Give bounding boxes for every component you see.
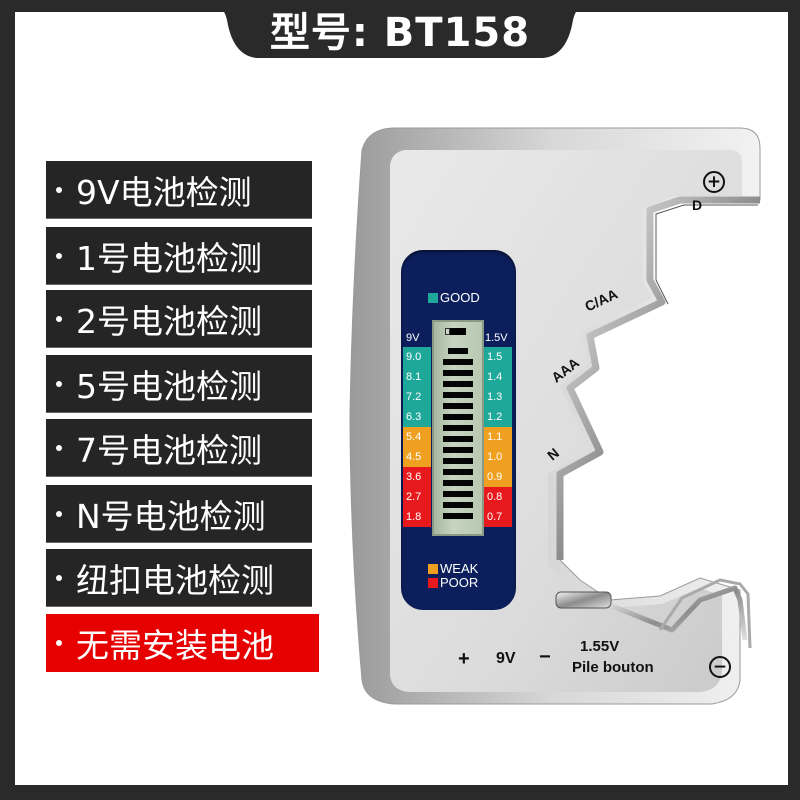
feature-item-aaa: 7号电池检测 bbox=[46, 419, 312, 477]
left-scale-cell: 5.4 bbox=[403, 427, 431, 447]
feature-label: 纽扣电池检测 bbox=[76, 560, 274, 600]
legend-weak: WEAK bbox=[428, 562, 478, 576]
bullet-icon bbox=[56, 380, 62, 387]
button-cell-voltage: 1.55V bbox=[580, 638, 620, 655]
bullet-icon bbox=[56, 510, 62, 517]
feature-label: 5号电池检测 bbox=[76, 366, 262, 406]
right-scale-cell: 1.5 bbox=[484, 347, 512, 367]
legend-good: GOOD bbox=[428, 290, 480, 305]
lcd-segment bbox=[443, 403, 473, 409]
lcd-segment bbox=[443, 425, 473, 431]
left-scale-cell: 6.3 bbox=[403, 407, 431, 427]
weak-swatch-icon bbox=[428, 564, 438, 574]
legend-weak-label: WEAK bbox=[440, 561, 479, 576]
nine-v-plus-label: + bbox=[458, 648, 470, 670]
nine-v-minus-label: − bbox=[539, 646, 551, 668]
left-scale-cell: 2.7 bbox=[403, 487, 431, 507]
lcd-segment bbox=[443, 381, 473, 387]
left-scale-cell: 4.5 bbox=[403, 447, 431, 467]
right-scale-cell: 1.4 bbox=[484, 367, 512, 387]
feature-item-c: 2号电池检测 bbox=[46, 290, 312, 348]
feature-item-d: 1号电池检测 bbox=[46, 227, 312, 285]
feature-label: 9V电池检测 bbox=[76, 172, 252, 212]
lcd-segment bbox=[443, 469, 473, 475]
right-scale-cell: 1.2 bbox=[484, 407, 512, 427]
poor-swatch-icon bbox=[428, 578, 438, 588]
positive-terminal-icon: + bbox=[703, 171, 725, 193]
left-scale-cell: 9.0 bbox=[403, 347, 431, 367]
legend-good-label: GOOD bbox=[440, 290, 480, 305]
lcd-segment bbox=[443, 414, 473, 420]
right-scale-cell: 1.3 bbox=[484, 387, 512, 407]
left-scale-header: 9V bbox=[406, 332, 420, 344]
left-scale-cell: 8.1 bbox=[403, 367, 431, 387]
lcd-segment bbox=[448, 348, 468, 354]
negative-terminal-icon: − bbox=[709, 656, 731, 678]
bullet-icon bbox=[56, 574, 62, 581]
left-scale-cell: 3.6 bbox=[403, 467, 431, 487]
feature-label: 1号电池检测 bbox=[76, 238, 262, 278]
lcd-segment bbox=[443, 513, 473, 519]
lcd-segment bbox=[443, 370, 473, 376]
left-scale-cell: 7.2 bbox=[403, 387, 431, 407]
feature-label: N号电池检测 bbox=[76, 496, 266, 536]
nine-v-label: 9V bbox=[496, 650, 516, 667]
lcd-segment bbox=[443, 436, 473, 442]
feature-label: 7号电池检测 bbox=[76, 430, 262, 470]
lcd-screen bbox=[432, 320, 484, 536]
right-scale-cell: 1.0 bbox=[484, 447, 512, 467]
bullet-icon bbox=[56, 444, 62, 451]
lcd-segment bbox=[443, 392, 473, 398]
slot-label-d: D bbox=[692, 197, 703, 213]
title-tab-shape bbox=[205, 0, 595, 58]
feature-label: 无需安装电池 bbox=[76, 626, 274, 665]
lcd-segment bbox=[443, 491, 473, 497]
button-cell-label: Pile bouton bbox=[572, 659, 654, 676]
bullet-icon bbox=[56, 252, 62, 259]
lcd-segment bbox=[443, 359, 473, 365]
right-scale-cell: 0.7 bbox=[484, 507, 512, 527]
left-scale-cell: 1.8 bbox=[403, 507, 431, 527]
lcd-segment bbox=[443, 458, 473, 464]
feature-item-9v: 9V电池检测 bbox=[46, 161, 312, 219]
feature-item-no-battery-needed: 无需安装电池 bbox=[46, 614, 319, 672]
feature-label: 2号电池检测 bbox=[76, 301, 262, 341]
good-swatch-icon bbox=[428, 292, 438, 303]
legend-weak-poor: WEAK POOR bbox=[428, 562, 478, 590]
bullet-icon bbox=[56, 315, 62, 322]
feature-item-aa: 5号电池检测 bbox=[46, 355, 312, 413]
model-title-tab: 型号: BT158 bbox=[205, 0, 595, 58]
legend-poor-label: POOR bbox=[440, 575, 479, 590]
bullet-icon bbox=[56, 640, 62, 646]
feature-item-button-cell: 纽扣电池检测 bbox=[46, 549, 312, 607]
right-scale-header: 1.5V bbox=[485, 332, 508, 344]
right-scale-cell: 0.8 bbox=[484, 487, 512, 507]
feature-item-n: N号电池检测 bbox=[46, 485, 312, 543]
battery-icon bbox=[445, 328, 466, 335]
lcd-segment bbox=[443, 480, 473, 486]
bullet-icon bbox=[56, 186, 62, 193]
right-scale-cell: 1.1 bbox=[484, 427, 512, 447]
right-scale-cell: 0.9 bbox=[484, 467, 512, 487]
legend-poor: POOR bbox=[428, 576, 478, 590]
lcd-segment bbox=[443, 502, 473, 508]
lcd-segment bbox=[443, 447, 473, 453]
model-title: 型号: BT158 bbox=[269, 10, 531, 56]
